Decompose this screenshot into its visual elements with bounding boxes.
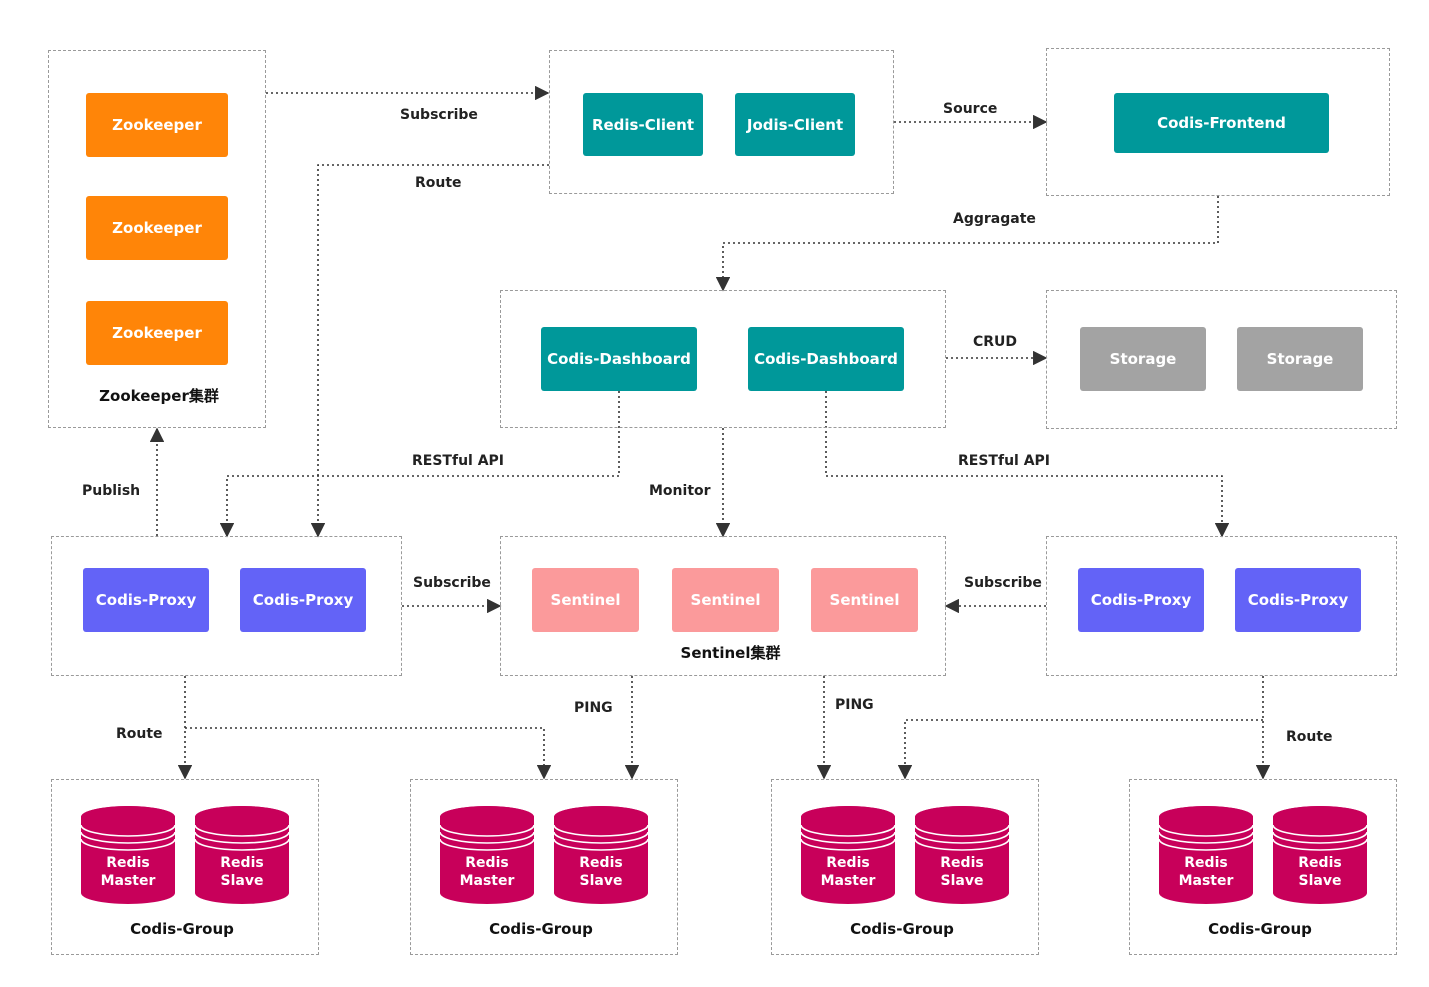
redis-master-label: Redis Master	[100, 855, 156, 889]
edge-label-route: Route	[415, 175, 462, 191]
zookeeper-node[interactable]: Zookeeper	[86, 301, 228, 365]
sentinel-cluster-label: Sentinel集群	[680, 644, 781, 662]
storage-node[interactable]: Storage	[1080, 327, 1206, 391]
database-cylinder-shape	[81, 806, 175, 904]
edge-label-route: Route	[1286, 729, 1333, 745]
sentinel-node[interactable]: Sentinel	[532, 568, 639, 632]
redis-client[interactable]: Redis-Client	[583, 93, 703, 156]
edge-label-subscribe: Subscribe	[400, 107, 478, 123]
codis-group-label: Codis-Group	[1208, 920, 1312, 938]
edge-label-subscribe: Subscribe	[964, 575, 1042, 591]
codis-proxy[interactable]: Codis-Proxy	[1078, 568, 1204, 632]
database-cylinder-shape	[1273, 806, 1367, 904]
zookeeper-cluster-label: Zookeeper集群	[99, 387, 219, 405]
database-cylinder-shape	[554, 806, 648, 904]
codis-group	[771, 779, 1039, 955]
redis-slave-database-icon[interactable]	[1273, 805, 1367, 905]
proxy-group-left	[51, 536, 402, 676]
storage-group	[1046, 290, 1397, 429]
codis-dashboard[interactable]: Codis-Dashboard	[541, 327, 697, 391]
database-cylinder-shape	[915, 806, 1009, 904]
edge-label-aggragate: Aggragate	[953, 211, 1036, 227]
zookeeper-node[interactable]: Zookeeper	[86, 196, 228, 260]
codis-proxy[interactable]: Codis-Proxy	[240, 568, 366, 632]
edge-label-publish: Publish	[82, 483, 141, 499]
storage-node[interactable]: Storage	[1237, 327, 1363, 391]
database-cylinder-shape	[440, 806, 534, 904]
redis-slave-label: Redis Slave	[1298, 855, 1342, 889]
redis-slave-label: Redis Slave	[579, 855, 623, 889]
redis-slave-label: Redis Slave	[940, 855, 984, 889]
redis-slave-label: Redis Slave	[220, 855, 264, 889]
redis-master-database-icon[interactable]	[1159, 805, 1253, 905]
edge-aggragate	[715, 196, 1219, 292]
edge-label-source: Source	[943, 101, 998, 117]
edge-label-restful-api: RESTful API	[958, 453, 1051, 469]
codis-proxy[interactable]: Codis-Proxy	[83, 568, 209, 632]
sentinel-cluster	[500, 536, 946, 676]
database-cylinder-shape	[195, 806, 289, 904]
database-cylinder-shape	[801, 806, 895, 904]
redis-master-label: Redis Master	[1178, 855, 1234, 889]
zookeeper-node[interactable]: Zookeeper	[86, 93, 228, 157]
jodis-client[interactable]: Jodis-Client	[735, 93, 855, 156]
edge-label-crud: CRUD	[973, 334, 1018, 350]
edge-restful-left	[219, 391, 620, 538]
edge-restful-right	[825, 391, 1230, 538]
codis-group	[410, 779, 678, 955]
codis-dashboard[interactable]: Codis-Dashboard	[748, 327, 904, 391]
edge-label-restful-api: RESTful API	[412, 453, 505, 469]
codis-group-label: Codis-Group	[130, 920, 234, 938]
redis-master-database-icon[interactable]	[440, 805, 534, 905]
edge-label-route: Route	[116, 726, 163, 742]
zookeeper-cluster	[48, 50, 266, 428]
proxy-group-right	[1046, 536, 1397, 676]
edge-label-subscribe: Subscribe	[413, 575, 491, 591]
frontend-group	[1046, 48, 1390, 196]
redis-master-database-icon[interactable]	[801, 805, 895, 905]
edge-label-ping: PING	[835, 697, 874, 713]
dashboard-group	[500, 290, 946, 428]
redis-slave-database-icon[interactable]	[195, 805, 289, 905]
edge-route-left-2	[185, 727, 552, 780]
database-cylinder-shape	[1159, 806, 1253, 904]
edge-route-top	[310, 164, 549, 538]
codis-group-label: Codis-Group	[489, 920, 593, 938]
sentinel-node[interactable]: Sentinel	[811, 568, 918, 632]
codis-proxy[interactable]: Codis-Proxy	[1235, 568, 1361, 632]
redis-master-database-icon[interactable]	[81, 805, 175, 905]
edge-route-right-2	[897, 719, 1263, 780]
edge-label-ping: PING	[574, 700, 613, 716]
edge-label-monitor: Monitor	[649, 483, 711, 499]
codis-frontend[interactable]: Codis-Frontend	[1114, 93, 1329, 153]
codis-group	[51, 779, 319, 955]
redis-slave-database-icon[interactable]	[915, 805, 1009, 905]
redis-slave-database-icon[interactable]	[554, 805, 648, 905]
codis-group-label: Codis-Group	[850, 920, 954, 938]
clients-group	[549, 50, 894, 194]
codis-group	[1129, 779, 1397, 955]
sentinel-node[interactable]: Sentinel	[672, 568, 779, 632]
redis-master-label: Redis Master	[459, 855, 515, 889]
redis-master-label: Redis Master	[820, 855, 876, 889]
